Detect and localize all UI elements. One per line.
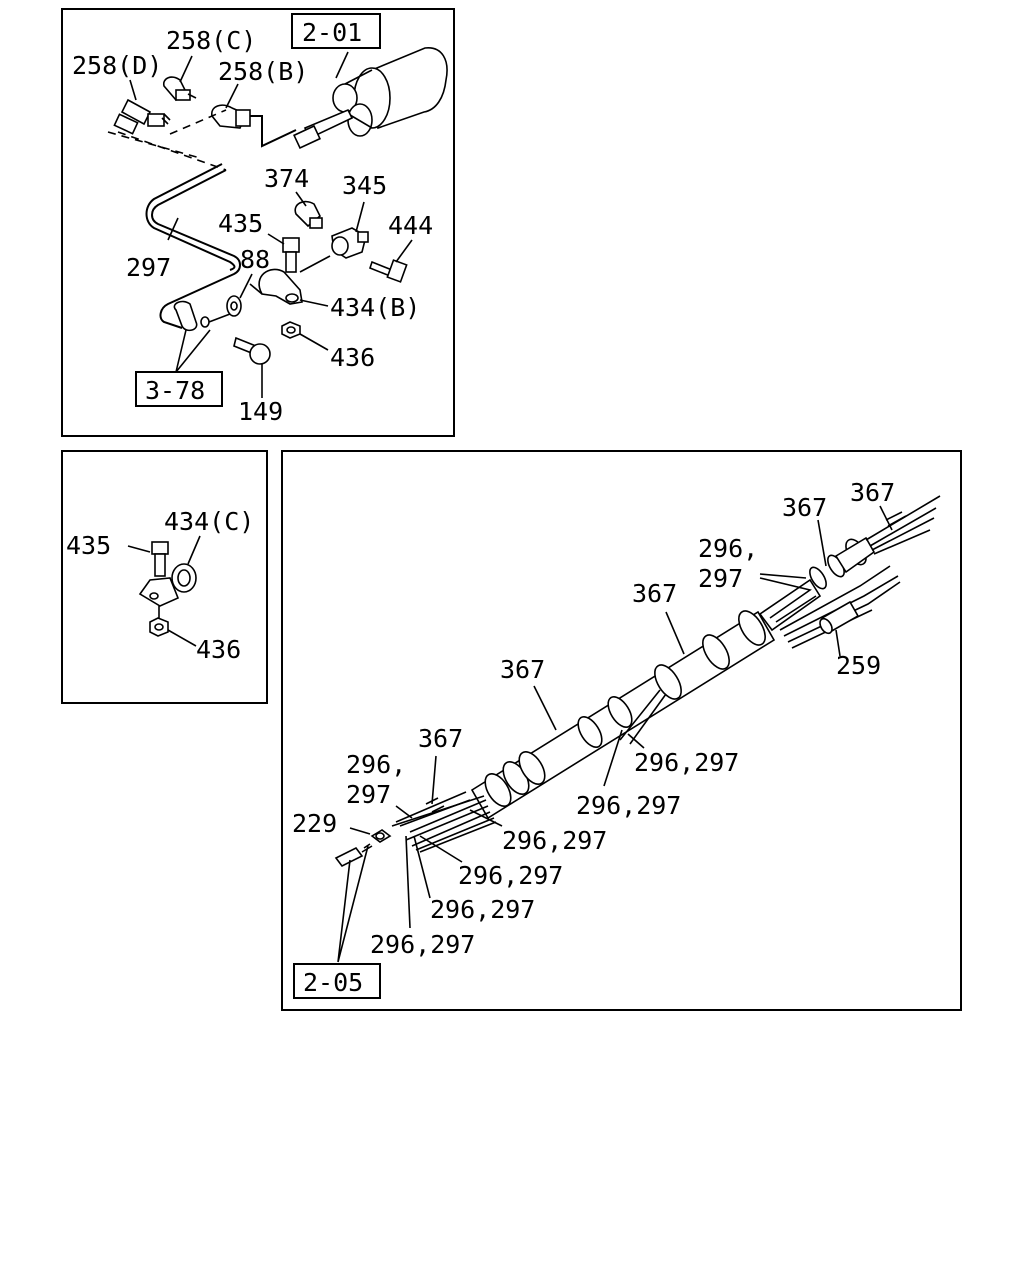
terminal-left (334, 843, 373, 868)
ref-label-2-05: 2-05 (303, 968, 363, 997)
clip-3-78 (173, 300, 231, 332)
fitting-258c (162, 76, 197, 102)
label-297: 297 (126, 253, 171, 282)
label-296-297-e: 296,297 (430, 895, 535, 924)
panel-c-frame (281, 450, 962, 1011)
label-435-b: 435 (66, 531, 111, 560)
clamp-434b (249, 268, 303, 305)
ref-label-3-78: 3-78 (145, 376, 205, 405)
leader-lines-c (337, 505, 893, 963)
label-297-left: 297 (346, 780, 391, 809)
label-434b: 434(B) (330, 293, 420, 322)
ref-box-2-01 (291, 13, 381, 49)
label-296-upper: 296, (698, 534, 758, 563)
label-367-top-right: 367 (850, 478, 895, 507)
small-sleeve-right (885, 511, 907, 527)
connector-229 (370, 829, 392, 843)
label-296-297-d: 296,297 (458, 861, 563, 890)
panel-b: 435 434(C) 436 (61, 450, 268, 704)
label-88: 88 (240, 245, 270, 274)
bolt-444 (369, 259, 408, 283)
panel-a-frame (61, 8, 455, 437)
label-296-297-c: 296,297 (502, 826, 607, 855)
label-149: 149 (238, 397, 283, 426)
label-367-mid: 367 (632, 579, 677, 608)
ref-label-2-01: 2-01 (302, 18, 362, 47)
label-296-297-f: 296,297 (370, 930, 475, 959)
ref-box-3-78 (135, 371, 223, 407)
label-296-left: 296, (346, 750, 406, 779)
label-436-b: 436 (196, 635, 241, 664)
leader-lines-a (129, 55, 413, 398)
label-444: 444 (388, 211, 433, 240)
label-258b: 258(B) (218, 57, 308, 86)
label-345: 345 (342, 171, 387, 200)
label-296-297-b: 296,297 (576, 791, 681, 820)
motor-unit-drawing (293, 47, 448, 150)
label-258c: 258(C) (166, 26, 256, 55)
nut-436-b (149, 617, 169, 637)
pipe-297 (151, 169, 241, 329)
hose-line (248, 115, 297, 148)
fitting-258b (211, 104, 251, 129)
nut-436 (281, 321, 301, 339)
label-434c: 434(C) (164, 507, 254, 536)
washer-88 (226, 295, 242, 317)
bolt-435 (282, 237, 331, 273)
fitting-345 (331, 227, 369, 259)
panel-c: 2-05 367 367 296, 297 367 259 367 367 29… (281, 450, 962, 1011)
label-297-upper: 297 (698, 564, 743, 593)
label-367-center: 367 (500, 655, 545, 684)
bolt-149 (233, 336, 271, 365)
label-229: 229 (292, 809, 337, 838)
label-259: 259 (836, 651, 881, 680)
clamp-434c (138, 563, 197, 607)
label-367-top-left: 367 (782, 493, 827, 522)
bolt-435-b (151, 541, 169, 577)
sleeve-259 (819, 600, 860, 635)
label-367-left: 367 (418, 724, 463, 753)
label-258d: 258(D) (72, 51, 162, 80)
label-374: 374 (264, 164, 309, 193)
ref-box-2-05 (293, 963, 381, 999)
panel-a: 2-01 (61, 8, 455, 437)
fitting-258d (113, 98, 171, 135)
label-435: 435 (218, 209, 263, 238)
label-436: 436 (330, 343, 375, 372)
fitting-374 (294, 200, 323, 229)
label-296-297-a: 296,297 (634, 748, 739, 777)
panel-b-frame (61, 450, 268, 704)
leader-lines-b (127, 535, 201, 647)
